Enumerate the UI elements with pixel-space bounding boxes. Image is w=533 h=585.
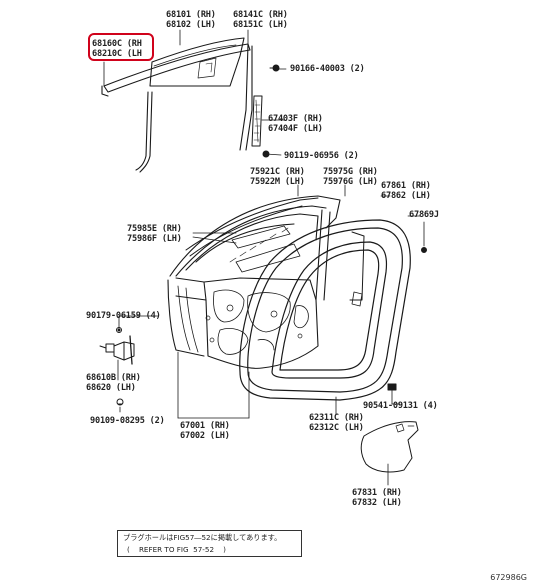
part-label-67001: 67001 (RH) 67002 (LH) — [180, 421, 230, 441]
door-shell — [168, 196, 340, 368]
figure-code: 672986G — [490, 573, 527, 582]
fastener-clip — [388, 384, 396, 390]
weatherstrip-rear — [350, 232, 427, 306]
service-hole-cover — [361, 422, 418, 472]
part-label-62311c: 62311C (RH) 62312C (LH) — [309, 413, 364, 433]
reference-note-en: ( REFER TO FIG 57-52 ) — [127, 545, 226, 554]
part-label-67831: 67831 (RH) 67832 (LH) — [352, 488, 402, 508]
reference-note-jp: プラグホールはFIG57―52に掲載してあります。 — [123, 533, 282, 542]
part-label-90119: 90119-06956 (2) — [284, 151, 359, 161]
glass-run-channel — [102, 44, 252, 172]
part-label-90109: 90109-08295 (2) — [90, 416, 165, 426]
division-bar — [252, 65, 279, 157]
belt-moulding — [186, 198, 318, 272]
door-hinge — [100, 328, 134, 406]
part-label-67869j: 67869J — [409, 210, 439, 220]
part-label-68101: 68101 (RH) 68102 (LH) — [166, 10, 216, 30]
part-label-68141c: 68141C (RH) 68151C (LH) — [233, 10, 288, 30]
part-label-75985e: 75985E (RH) 75986F (LH) — [127, 224, 182, 244]
part-label-90541: 90541-09131 (4) — [363, 401, 438, 411]
part-label-90179: 90179-06159 (4) — [86, 311, 161, 321]
part-label-67403f: 67403F (RH) 67404F (LH) — [268, 114, 323, 134]
highlight-box — [88, 33, 154, 61]
part-label-90166: 90166-40003 (2) — [290, 64, 365, 74]
door-opening-trim — [240, 220, 411, 400]
part-label-68610b: 68610B (RH) 68620 (LH) — [86, 373, 141, 393]
part-label-75921c: 75921C (RH) 75922M (LH) — [250, 167, 305, 187]
part-label-67861: 67861 (RH) 67862 (LH) — [381, 181, 431, 201]
part-label-68160c: 68160C (RH 68210C (LH — [92, 39, 142, 59]
door-glass — [150, 38, 244, 86]
part-label-75975g: 75975G (RH) 75976G (LH) — [323, 167, 378, 187]
reference-note-box — [117, 530, 302, 557]
